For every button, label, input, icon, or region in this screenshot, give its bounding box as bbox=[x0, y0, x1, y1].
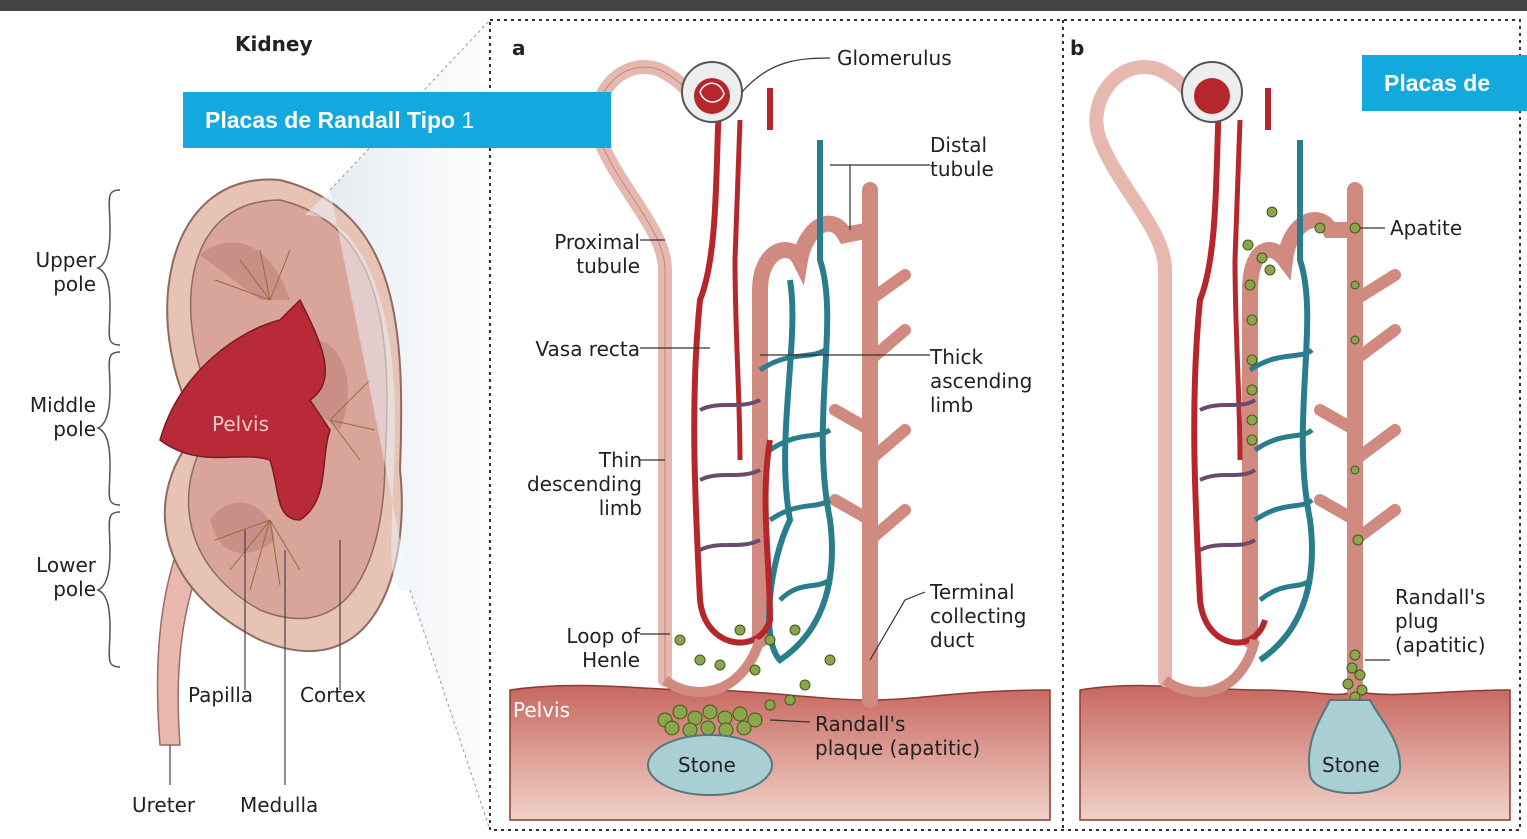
thick-line1: Thick bbox=[930, 345, 1032, 369]
terminal-line3: duct bbox=[930, 628, 1026, 652]
glomerulus-label: Glomerulus bbox=[837, 46, 952, 70]
middle-pole-line1: Middle bbox=[10, 393, 96, 417]
plug-line3: (apatitic) bbox=[1395, 633, 1486, 657]
vasa-recta-label: Vasa recta bbox=[500, 337, 640, 361]
proximal-tubule-line1: Proximal bbox=[520, 230, 640, 254]
cortex-label: Cortex bbox=[300, 683, 366, 707]
plaque-line1: Randall's bbox=[815, 712, 980, 736]
panel-a-pelvis-label: Pelvis bbox=[513, 698, 570, 722]
distal-tubule-line1: Distal bbox=[930, 133, 994, 157]
banner-randall-type-1: Placas de Randall Tipo 1 bbox=[183, 92, 611, 148]
thick-line3: limb bbox=[930, 393, 1032, 417]
lower-pole-line2: pole bbox=[20, 577, 96, 601]
plug-line2: plug bbox=[1395, 609, 1486, 633]
plug-line1: Randall's bbox=[1395, 585, 1486, 609]
loop-line1: Loop of bbox=[530, 624, 640, 648]
panel-b-stone-label: Stone bbox=[1322, 753, 1380, 777]
lower-pole-line1: Lower bbox=[20, 553, 96, 577]
upper-pole-line2: pole bbox=[20, 272, 96, 296]
thick-line2: ascending bbox=[930, 369, 1032, 393]
kidney-pelvis-label: Pelvis bbox=[212, 412, 269, 436]
thin-line1: Thin bbox=[500, 448, 642, 472]
banner-right-bold: Placas de bbox=[1384, 70, 1490, 96]
thin-line3: limb bbox=[500, 496, 642, 520]
terminal-line2: collecting bbox=[930, 604, 1026, 628]
apatite-label: Apatite bbox=[1390, 216, 1462, 240]
banner-randall-type-2: Placas de bbox=[1362, 55, 1527, 111]
terminal-line1: Terminal bbox=[930, 580, 1026, 604]
plaque-line2: plaque (apatitic) bbox=[815, 736, 980, 760]
panel-b-nephron bbox=[1080, 62, 1510, 820]
papilla-label: Papilla bbox=[188, 683, 253, 707]
kidney-title: Kidney bbox=[235, 32, 313, 56]
panel-a-letter: a bbox=[512, 36, 526, 60]
banner-left-number: 1 bbox=[462, 107, 475, 133]
panel-b-letter: b bbox=[1070, 36, 1084, 60]
distal-tubule-line2: tubule bbox=[930, 157, 994, 181]
banner-left-bold: Placas de Randall Tipo bbox=[205, 107, 455, 133]
thin-line2: descending bbox=[500, 472, 642, 496]
panel-a-stone-label: Stone bbox=[678, 753, 736, 777]
upper-pole-line1: Upper bbox=[20, 248, 96, 272]
loop-line2: Henle bbox=[530, 648, 640, 672]
ureter-label: Ureter bbox=[132, 793, 195, 817]
medulla-label: Medulla bbox=[240, 793, 318, 817]
middle-pole-line2: pole bbox=[10, 417, 96, 441]
proximal-tubule-line2: tubule bbox=[520, 254, 640, 278]
